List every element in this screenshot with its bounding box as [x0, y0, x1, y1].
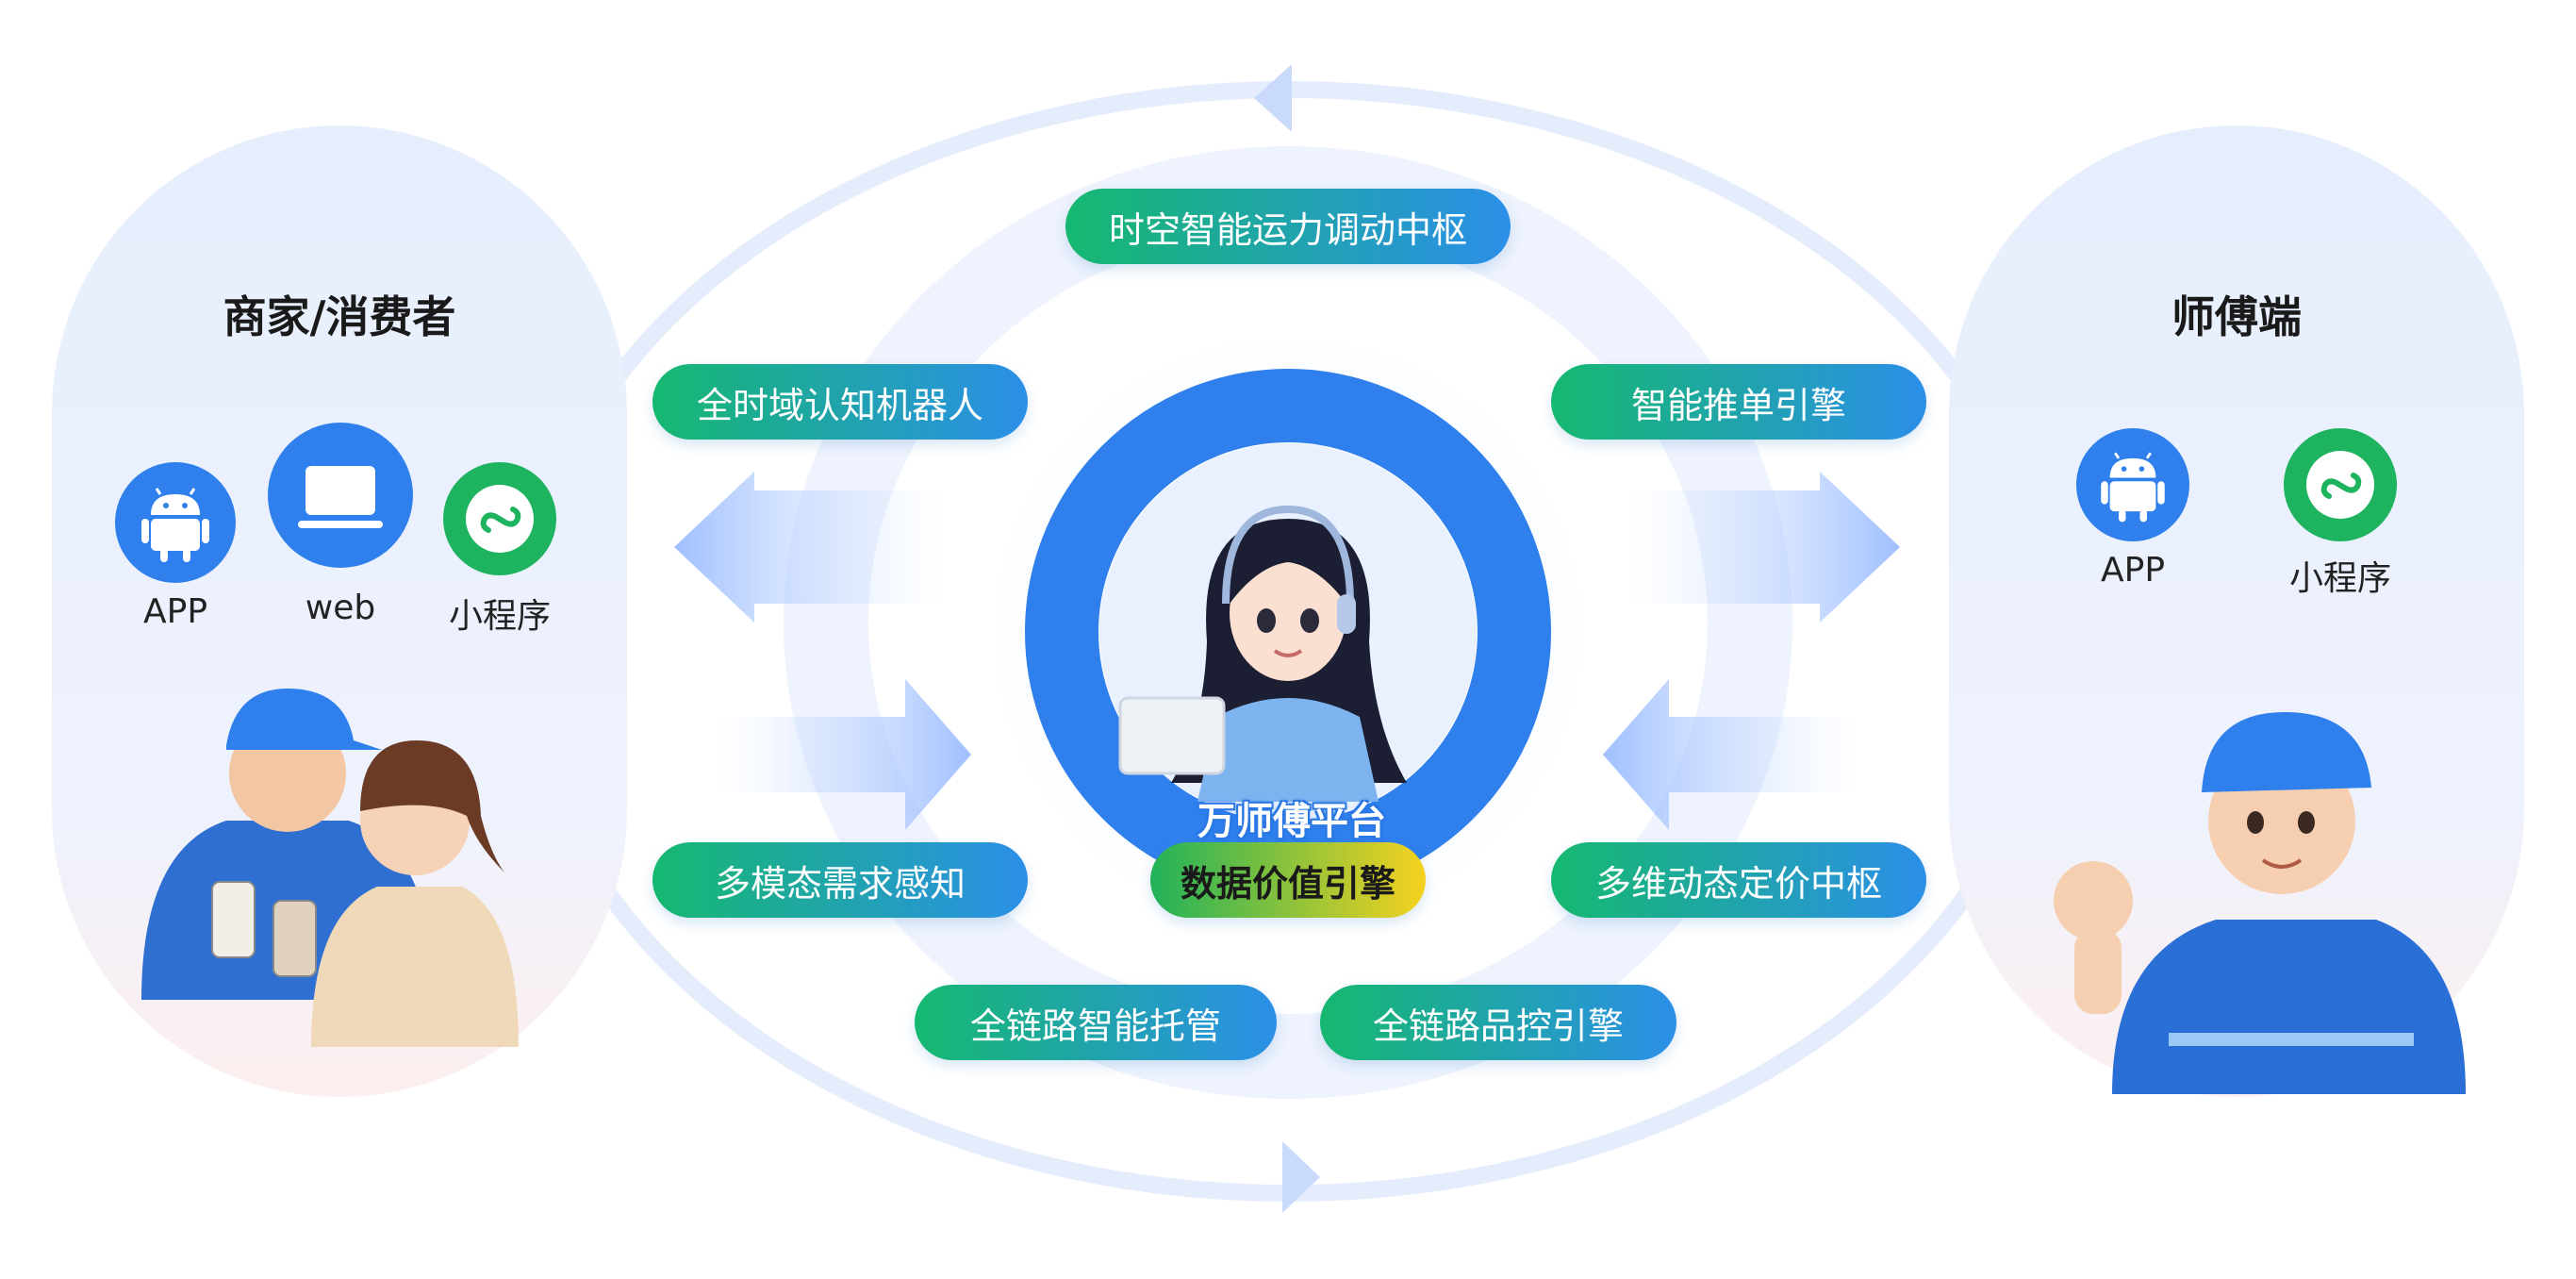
arrow-from-left-lower [717, 679, 971, 830]
capability-dispatch-hub: 时空智能运力调动中枢 [1065, 189, 1511, 264]
capability-quality-control-engine: 全链路品控引擎 [1320, 985, 1676, 1060]
merchant-consumer-illustration [141, 689, 519, 1047]
right-panel-title: 师傅端 [2171, 291, 2302, 342]
mini-program-icon[interactable] [443, 462, 556, 575]
mini-program-icon[interactable] [2284, 428, 2397, 541]
capability-order-push-engine: 智能推单引擎 [1551, 364, 1926, 440]
right-app-label: APP [2100, 551, 2166, 590]
capability-cognitive-robot: 全时域认知机器人 [652, 364, 1028, 440]
capability-dynamic-pricing: 多维动态定价中枢 [1551, 842, 1926, 918]
left-mini-program-label: 小程序 [448, 597, 552, 636]
orbit-arrow-bottom [1282, 1141, 1320, 1213]
left-app-label: APP [142, 592, 208, 631]
arrow-from-right-lower [1603, 679, 1858, 830]
service-agent-avatar [1118, 505, 1407, 802]
web-label: web [305, 589, 376, 627]
laptop-icon[interactable] [268, 423, 413, 568]
arrow-to-left-upper [674, 472, 943, 623]
left-panel-title: 商家/消费者 [223, 291, 456, 342]
android-icon[interactable] [2076, 428, 2189, 541]
arrow-to-right-upper [1631, 472, 1900, 623]
technician-illustration [2054, 712, 2466, 1094]
android-icon[interactable] [115, 462, 236, 583]
capability-full-chain-hosting: 全链路智能托管 [915, 985, 1277, 1060]
capability-demand-perception: 多模态需求感知 [652, 842, 1028, 918]
orbit-arrow-top [1254, 64, 1292, 132]
right-panel-bg [1949, 125, 2524, 1097]
platform-name: 万师傅平台 [1197, 800, 1386, 843]
right-mini-program-label: 小程序 [2288, 559, 2392, 598]
data-value-engine: 数据价值引擎 [1150, 842, 1426, 918]
